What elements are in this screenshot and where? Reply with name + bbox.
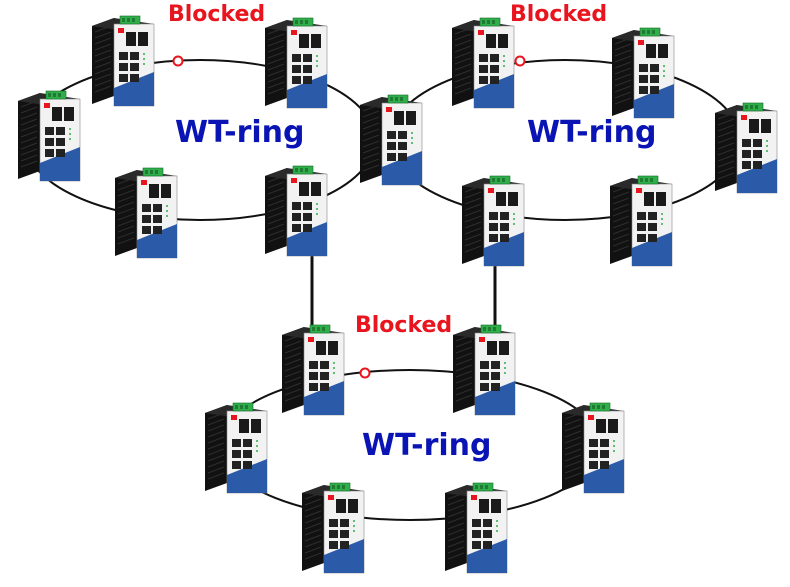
blocked-port-marker (514, 55, 526, 67)
industrial-ethernet-switch-icon (452, 324, 516, 416)
industrial-ethernet-switch-icon (264, 17, 328, 109)
industrial-ethernet-switch-icon (359, 94, 423, 186)
industrial-ethernet-switch-icon (301, 482, 365, 574)
ring-label-top-right: WT-ring (527, 115, 657, 150)
industrial-ethernet-switch-icon (461, 175, 525, 267)
blocked-port-marker (359, 367, 371, 379)
blocked-port-marker (172, 55, 184, 67)
industrial-ethernet-switch-icon (281, 324, 345, 416)
industrial-ethernet-switch-icon (264, 165, 328, 257)
industrial-ethernet-switch-icon (114, 167, 178, 259)
industrial-ethernet-switch-icon (714, 102, 778, 194)
industrial-ethernet-switch-icon (561, 402, 625, 494)
ring-label-bottom: WT-ring (362, 428, 492, 463)
industrial-ethernet-switch-icon (91, 15, 155, 107)
industrial-ethernet-switch-icon (204, 402, 268, 494)
blocked-label-ring-top-right: Blocked (510, 2, 608, 27)
industrial-ethernet-switch-icon (451, 17, 515, 109)
industrial-ethernet-switch-icon (444, 482, 508, 574)
industrial-ethernet-switch-icon (611, 27, 675, 119)
industrial-ethernet-switch-icon (609, 175, 673, 267)
industrial-ethernet-switch-icon (17, 90, 81, 182)
ring-label-top-left: WT-ring (175, 115, 305, 150)
blocked-label-ring-top-left: Blocked (168, 2, 266, 27)
blocked-label-ring-bottom: Blocked (355, 313, 453, 338)
